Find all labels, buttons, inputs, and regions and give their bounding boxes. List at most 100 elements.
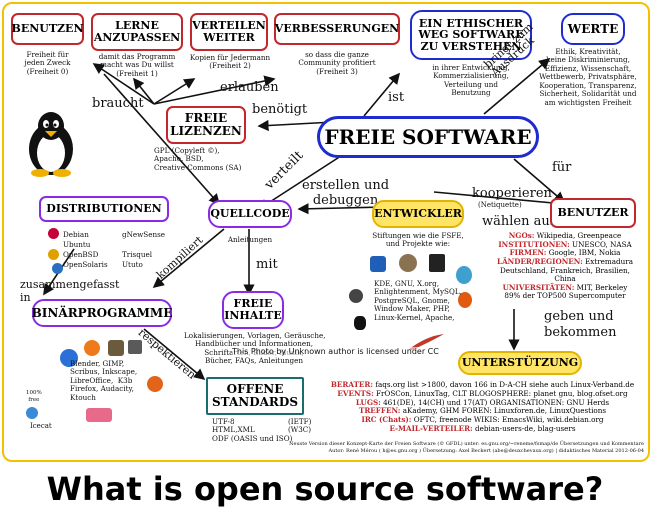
label-ist: ist — [388, 90, 405, 105]
quellcode-description: Anleitungen — [227, 235, 273, 244]
support-lines-key: EVENTS: — [337, 388, 374, 398]
support-lines-line: BERATER: faqs.org list >1800, davon 166 … — [320, 380, 645, 390]
label-mit: mit — [256, 257, 278, 272]
support-lines-key: LUGS: — [355, 397, 381, 407]
caption-title: What is open source software? — [46, 470, 604, 508]
ktouch-icon — [86, 408, 112, 422]
free-badge: 100% free — [26, 390, 42, 403]
icecat-icon — [26, 407, 38, 419]
benutzer-orgs-value: Wikipedia, Greenpeace — [534, 231, 622, 240]
ethischer-weg-description: in ihrer Entwicklung, Kommerzialisierung… — [432, 63, 510, 98]
support-lines-key: TREFFEN: — [358, 406, 401, 416]
lernen-box: LERNE ANZUPASSEN — [91, 13, 183, 51]
benutzer-orgs-key: INSTITUTIONEN: — [498, 239, 570, 249]
debian-icon — [48, 228, 59, 239]
support-lines-line: E-MAIL-VERTEILER: debian-users-de, blag-… — [320, 424, 645, 434]
enlightenment-icon — [349, 289, 363, 303]
label-erstellen-und-debuggen: erstellen und debuggen — [302, 178, 390, 208]
label-kooperieren: kooperieren — [472, 186, 552, 201]
werte-description: Ethik, Kreativität, keine Diskriminierun… — [539, 47, 637, 107]
label-waehlen-aus: wählen aus — [482, 214, 557, 229]
freie-lizenzen-description: GPL (Copyleft ©), Apache, BSD, Creative … — [154, 146, 242, 172]
freie-inhalte-box: FREIE INHALTE — [222, 291, 284, 329]
benutzer-orgs-line: LÄNDER/REGIONEN: Extremadura — [490, 256, 640, 267]
distributionen-box: DISTRIBUTIONEN — [39, 196, 169, 222]
label-geben-und-bekommen: geben und bekommen — [544, 309, 617, 341]
benutzer-orgs-key: UNIVERSITÄTEN: — [502, 282, 575, 292]
benutzer-orgs-line: FIRMEN: Google, IBM, Nokia — [490, 248, 640, 258]
verbesserungen-description: so dass die ganze Community profitiert (… — [298, 50, 376, 76]
label-fuer: für — [552, 160, 572, 175]
unterstuetzung-box: UNTERSTÜTZUNG — [458, 351, 582, 375]
support-lines-value: FrOSCon, LinuxTag, CLT BLOGOSPHERE: plan… — [373, 388, 628, 398]
label-zusammengefasst: zusammengefasst — [20, 278, 120, 291]
entwickler-projects: KDE, GNU, X.org, Enlightenment, MySQL, P… — [374, 279, 462, 322]
label-in: in — [20, 291, 31, 304]
benutzer-orgs-line: NGOs: Wikipedia, Greenpeace — [490, 231, 640, 241]
connector-arrows — [43, 57, 566, 381]
benutzer-orgs-value: UNESCO, NASA — [569, 239, 632, 249]
ethischer-weg-box: EIN ETHISCHER WEG SOFTWARE ZU VERSTEHEN — [410, 10, 532, 60]
firefox-dev-icon — [458, 292, 472, 308]
label-erlauben: erlauben — [220, 80, 279, 95]
openbsd-icon — [48, 249, 59, 260]
benutzer-orgs-line: UNIVERSITÄTEN: MIT, Berkeley — [490, 282, 640, 293]
support-lines-value: faqs.org list >1800, davon 166 in D-A-CH… — [373, 380, 635, 389]
unterstuetzung-details: BERATER: faqs.org list >1800, davon 166 … — [320, 380, 645, 434]
tux-penguin-icon — [29, 112, 73, 177]
verbesserungen-box: VERBESSERUNGEN — [274, 13, 400, 45]
benutzen-description: Freiheit für jeden Zweck (Freiheit 0) — [24, 50, 71, 76]
binaerprogramme-apps: Blender, GIMP, Scribus, Inkscape, LibreO… — [70, 359, 138, 402]
inkscape-icon — [128, 340, 142, 354]
audacity-icon — [147, 376, 163, 392]
benutzer-orgs-key: FIRMEN: — [509, 248, 547, 258]
verteilen-box: VERTEILEN WEITER — [190, 13, 268, 51]
support-lines-value: aKademy, GHM FOREN: Linuxforen.de, Linux… — [400, 406, 607, 416]
support-lines-line: EVENTS: FrOSCon, LinuxTag, CLT BLOGOSPHE… — [320, 388, 645, 399]
tux-small-icon — [354, 316, 366, 330]
werte-box: WERTE — [561, 13, 625, 45]
concept-map: BENUTZEN Freiheit für jeden Zweck (Freih… — [2, 2, 650, 462]
support-lines-line: LUGS: 461(DE), 14(CH) und 17(AT) ORGANIS… — [320, 397, 645, 408]
lernen-description: damit das Programm macht was Du willst (… — [98, 52, 176, 78]
apache-feather-icon — [408, 334, 444, 350]
label-braucht: braucht — [92, 96, 144, 111]
distributionen-list-right: gNewSense Trisquel Ututo — [122, 230, 166, 270]
benutzer-orgs-line: Deutschland, Frankreich, Brasilien, Chin… — [490, 265, 640, 284]
support-lines-value: 461(DE), 14(CH) und 17(AT) ORGANISATIONE… — [380, 397, 610, 407]
mysql-icon — [456, 266, 472, 284]
benutzer-orgs-key: LÄNDER/REGIONEN: — [497, 256, 583, 266]
support-lines-key: BERATER: — [330, 380, 374, 389]
benutzer-orgs-value: Deutschland, Frankreich, Brasilien, Chin… — [500, 265, 630, 284]
benutzer-orgs-value: 89% der TOP500 Supercomputer — [504, 291, 626, 301]
photo-credit-watermark: This Photo by Unknown author is licensed… — [232, 347, 439, 357]
entwickler-description: Stiftungen wie die FSFE, und Projekte wi… — [372, 231, 464, 249]
footer-line-2: Autor: René Mérou ( h@es.gnu.org ) Übers… — [328, 448, 644, 454]
benutzer-orgs-line: 89% der TOP500 Supercomputer — [490, 292, 640, 301]
benutzer-orgs-line: INSTITUTIONEN: UNESCO, NASA — [490, 239, 640, 250]
icecat-label: Icecat — [30, 422, 52, 430]
support-lines-line: IRC (Chats): OFTC, freenode WIKIS: Emacs… — [320, 415, 645, 425]
freie-lizenzen-box: FREIE LIZENZEN — [166, 106, 246, 144]
benutzer-box: BENUTZER — [550, 198, 636, 228]
benutzer-orgs-value: Google, IBM, Nokia — [546, 248, 621, 258]
offene-standards-description-left: UTF-8 HTML,XML ODF (OASIS und ISO) — [212, 417, 293, 443]
entwickler-box: ENTWICKLER — [372, 200, 464, 228]
opensolaris-icon — [52, 263, 63, 274]
support-lines-key: IRC (Chats): — [361, 415, 412, 425]
benutzen-box: BENUTZEN — [11, 13, 84, 45]
gnu-icon — [399, 254, 417, 272]
xorg-icon — [429, 254, 445, 272]
benutzer-orgs-value: Extremadura — [582, 256, 633, 266]
label-netiquette: (Netiquette) — [478, 201, 522, 209]
blender-icon — [84, 340, 100, 356]
support-lines-value: OFTC, freenode WIKIS: EmacsWiki, wiki.de… — [411, 415, 604, 425]
label-benoetigt: benötigt — [252, 102, 308, 117]
gimp-icon — [108, 340, 124, 356]
quellcode-box: QUELLCODE — [208, 200, 292, 228]
verteilen-description: Kopien für Jedermann (Freiheit 2) — [189, 53, 271, 71]
footer-line-1: Neuste Version dieser Konzept-Karte der … — [289, 441, 644, 447]
offene-standards-description-right: (IETF) (W3C) — [288, 417, 312, 435]
offene-standards-box: OFFENE STANDARDS — [206, 377, 304, 415]
